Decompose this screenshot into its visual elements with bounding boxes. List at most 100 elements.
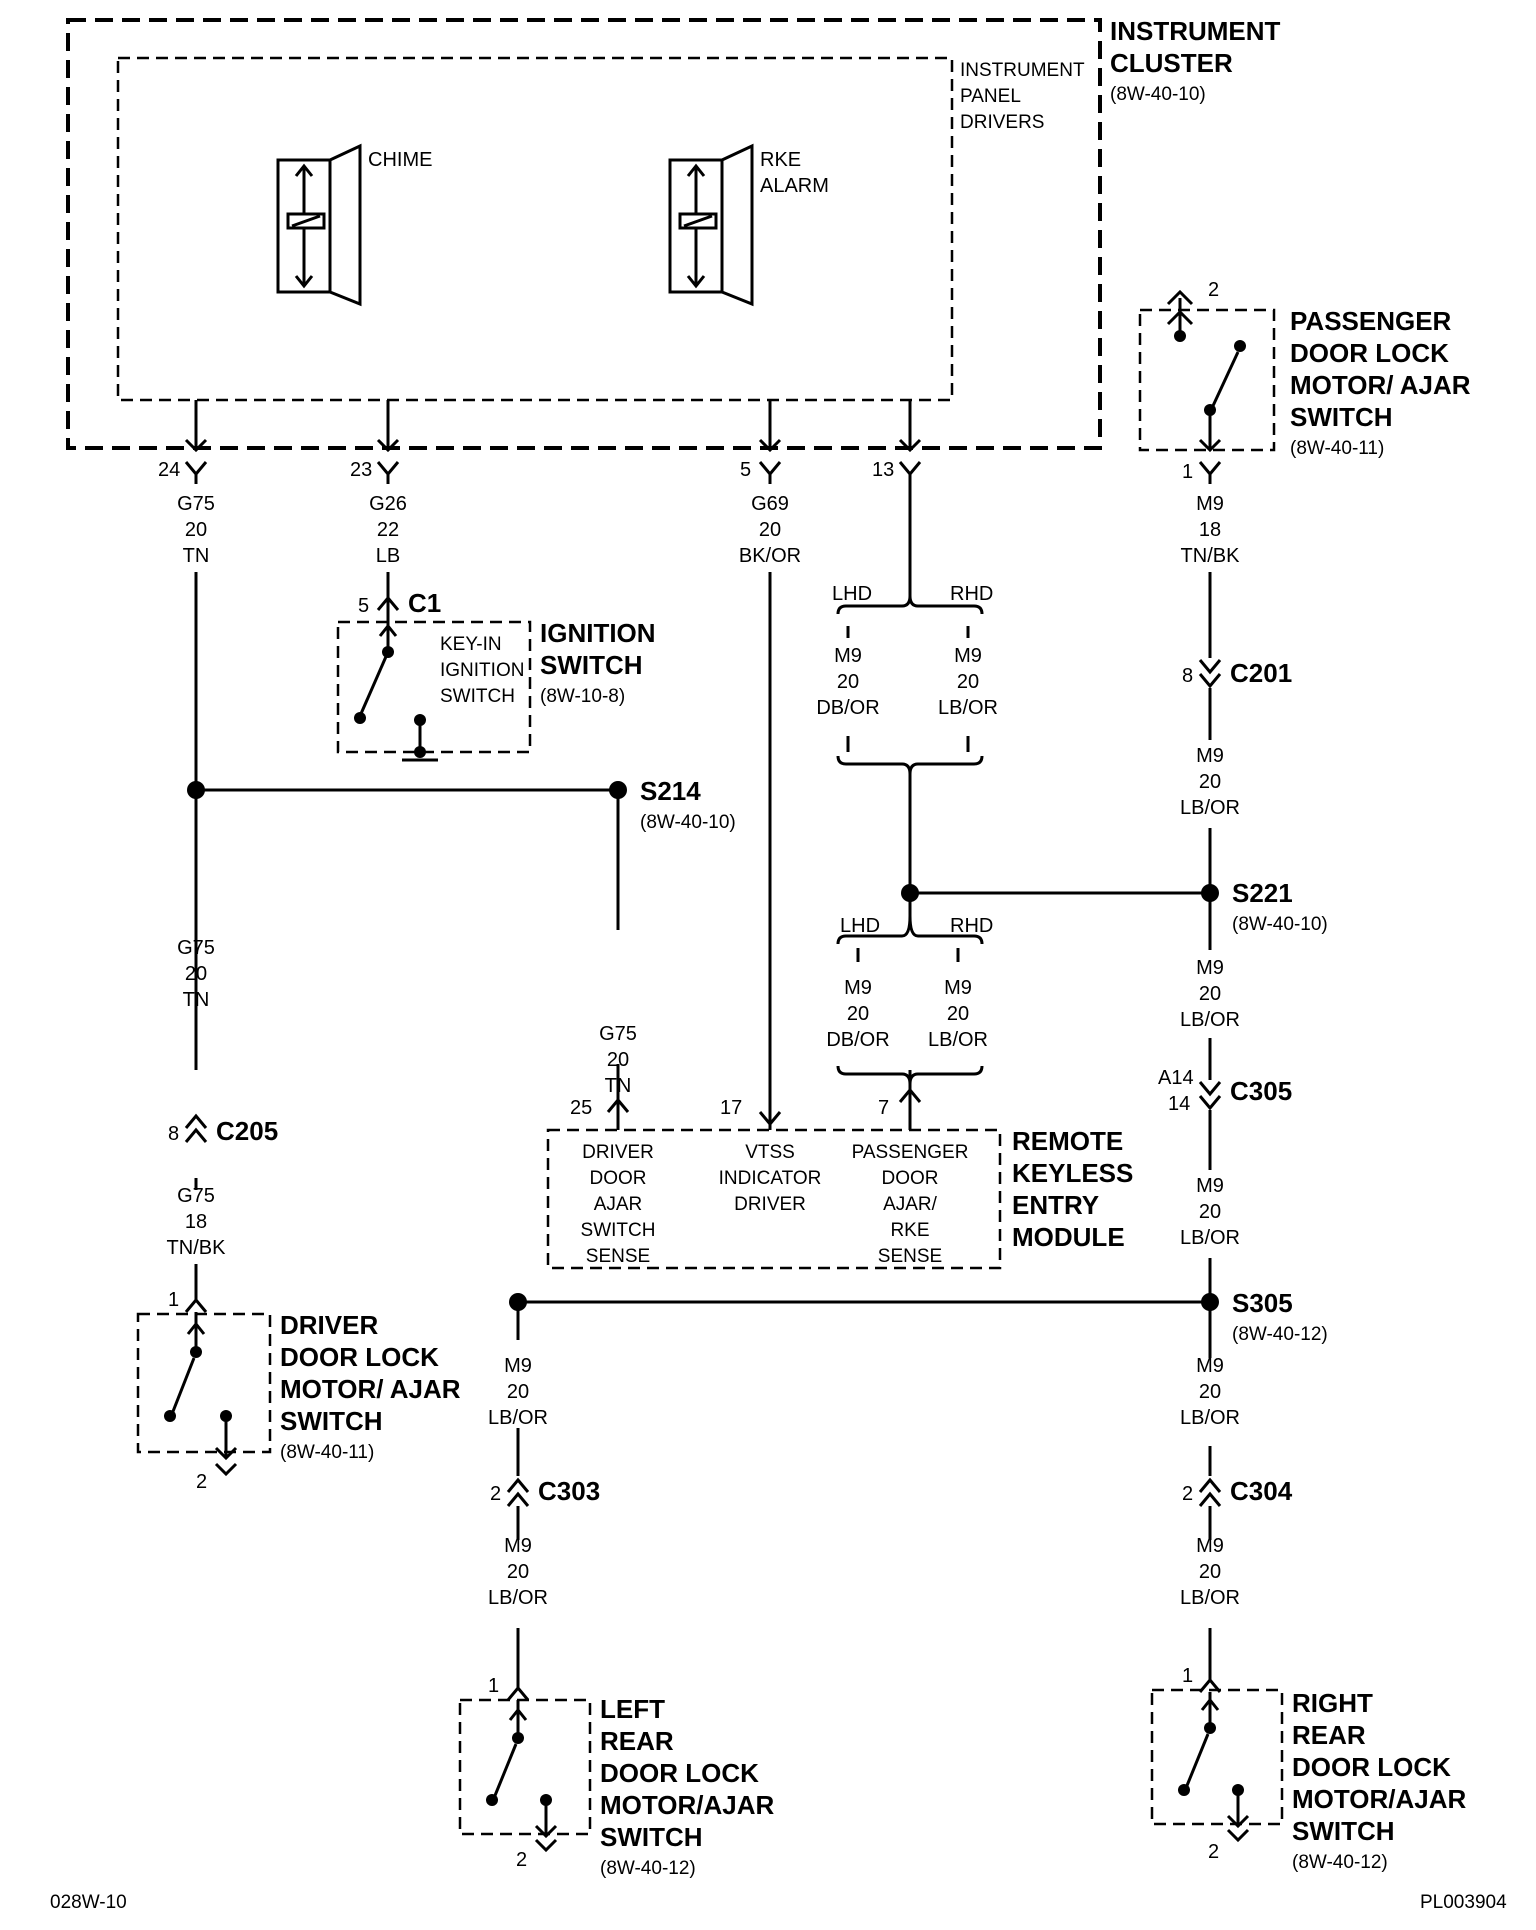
- wire-label-m9-rhd-upper: M9 20 LB/OR: [938, 645, 998, 719]
- right-rear-pin-bottom: 2: [1208, 1841, 1219, 1863]
- ignition-title-line1: IGNITION: [540, 618, 656, 648]
- svg-text:DOOR LOCK: DOOR LOCK: [600, 1758, 759, 1788]
- right-rear-pin-top: 1: [1182, 1665, 1193, 1687]
- svg-text:20: 20: [185, 963, 207, 985]
- svg-text:MOTOR/ AJAR: MOTOR/ AJAR: [280, 1374, 461, 1404]
- svg-text:G69: G69: [751, 493, 789, 515]
- svg-text:(8W-40-12): (8W-40-12): [1292, 1852, 1388, 1873]
- svg-text:ENTRY: ENTRY: [1012, 1190, 1099, 1220]
- rhd-label-upper: RHD: [950, 583, 993, 605]
- c304-pin: 2: [1182, 1483, 1193, 1505]
- passenger-pin-bottom: 1: [1182, 461, 1193, 483]
- svg-text:(8W-40-12): (8W-40-12): [600, 1858, 696, 1879]
- svg-text:20: 20: [947, 1003, 969, 1025]
- passenger-switch-box: [1138, 308, 1276, 452]
- svg-text:18: 18: [1199, 519, 1221, 541]
- wire-label-m9-c303: M9 20 LB/OR: [488, 1535, 548, 1609]
- svg-text:20: 20: [1199, 983, 1221, 1005]
- svg-text:20: 20: [1199, 1381, 1221, 1403]
- left-rear-switch-box: [458, 1698, 592, 1836]
- svg-text:DB/OR: DB/OR: [816, 697, 879, 719]
- wire-label-g75-mid: G75 20 TN: [177, 937, 215, 1011]
- svg-text:20: 20: [1199, 1201, 1221, 1223]
- right-rear-switch-title: RIGHT REAR DOOR LOCK MOTOR/AJAR SWITCH (…: [1292, 1688, 1467, 1873]
- svg-text:SWITCH: SWITCH: [1292, 1816, 1395, 1846]
- wire-label-m9-s305-right: M9 20 LB/OR: [1180, 1355, 1240, 1429]
- rke-pin-25: 25: [570, 1097, 592, 1119]
- svg-text:M9: M9: [1196, 1535, 1224, 1557]
- left-rear-switch-title: LEFT REAR DOOR LOCK MOTOR/AJAR SWITCH (8…: [600, 1694, 775, 1879]
- splice-dot-s214-left: [187, 781, 205, 799]
- rke-pin-17: 17: [720, 1097, 742, 1119]
- svg-text:M9: M9: [1196, 745, 1224, 767]
- left-rear-pin-bottom: 2: [516, 1849, 527, 1871]
- driver-switch-box: [136, 1312, 272, 1454]
- right-rear-switch-box: [1150, 1688, 1284, 1826]
- splice-dot-s221-left: [901, 884, 919, 902]
- svg-text:G75: G75: [177, 937, 215, 959]
- svg-text:(8W-40-11): (8W-40-11): [1290, 438, 1384, 459]
- svg-text:20: 20: [1199, 1561, 1221, 1583]
- s305-ref: (8W-40-12): [1232, 1324, 1328, 1345]
- svg-text:SWITCH: SWITCH: [280, 1406, 383, 1436]
- ignition-ref: (8W-10-8): [540, 686, 625, 707]
- svg-text:VTSS: VTSS: [745, 1142, 795, 1163]
- svg-text:TN: TN: [183, 989, 210, 1011]
- ignition-inner-line3: SWITCH: [440, 686, 515, 707]
- lhd-rhd-bracket-lower: [836, 915, 984, 1085]
- svg-text:20: 20: [957, 671, 979, 693]
- wire-label-m9-rhd-lower: M9 20 LB/OR: [928, 977, 988, 1051]
- c304-label: C304: [1230, 1476, 1293, 1506]
- svg-text:SENSE: SENSE: [586, 1246, 650, 1267]
- c305-pin-a: A14: [1158, 1067, 1194, 1089]
- wire-label-m9-lhd-upper: M9 20 DB/OR: [816, 645, 879, 719]
- driver-pin-top: 1: [168, 1289, 179, 1311]
- rke-label-line2: ALARM: [760, 175, 829, 197]
- wire-label-m9-s221: M9 20 LB/OR: [1180, 957, 1240, 1031]
- wire-label-m9-lhd-lower: M9 20 DB/OR: [826, 977, 889, 1051]
- rhd-label-lower: RHD: [950, 915, 993, 937]
- svg-text:G26: G26: [369, 493, 407, 515]
- driver-pin-bottom: 2: [196, 1471, 207, 1493]
- svg-text:MOTOR/AJAR: MOTOR/AJAR: [1292, 1784, 1467, 1814]
- svg-text:SENSE: SENSE: [878, 1246, 942, 1267]
- instrument-panel-drivers-box: [116, 56, 954, 402]
- wire-label-g26: G26 22 LB: [369, 493, 407, 567]
- svg-text:DOOR LOCK: DOOR LOCK: [280, 1342, 439, 1372]
- drivers-label-line3: DRIVERS: [960, 112, 1044, 133]
- c303-pin: 2: [490, 1483, 501, 1505]
- wire-label-m9-passenger: M9 18 TN/BK: [1181, 493, 1241, 567]
- svg-text:M9: M9: [504, 1355, 532, 1377]
- ignition-title-line2: SWITCH: [540, 650, 643, 680]
- instrument-cluster-box: [66, 18, 1102, 450]
- svg-text:22: 22: [377, 519, 399, 541]
- svg-text:DOOR: DOOR: [590, 1168, 647, 1189]
- splice-dot-s221: [1201, 884, 1219, 902]
- svg-text:M9: M9: [844, 977, 872, 999]
- c305-label: C305: [1230, 1076, 1292, 1106]
- right-rear-door-switch: [1150, 1677, 1284, 1843]
- svg-text:(8W-40-11): (8W-40-11): [280, 1442, 374, 1463]
- c205-label: C205: [216, 1116, 278, 1146]
- wire-label-g75-top: G75 20 TN: [177, 493, 215, 567]
- drivers-label-line1: INSTRUMENT: [960, 60, 1085, 81]
- svg-text:M9: M9: [504, 1535, 532, 1557]
- c205-pin: 8: [168, 1123, 179, 1145]
- s221-ref: (8W-40-10): [1232, 914, 1328, 935]
- ignition-inner-line1: KEY-IN: [440, 634, 502, 655]
- svg-text:M9: M9: [944, 977, 972, 999]
- passenger-switch-title: PASSENGER DOOR LOCK MOTOR/ AJAR SWITCH (…: [1290, 306, 1471, 459]
- svg-text:20: 20: [507, 1561, 529, 1583]
- svg-text:PASSENGER: PASSENGER: [852, 1142, 969, 1163]
- inline-connector-symbols: [184, 659, 1222, 1507]
- svg-text:20: 20: [1199, 771, 1221, 793]
- rke-col-driver-door: DRIVER DOOR AJAR SWITCH SENSE: [581, 1142, 656, 1267]
- svg-text:TN/BK: TN/BK: [1181, 545, 1241, 567]
- cluster-title-line1: INSTRUMENT: [1110, 16, 1281, 46]
- svg-text:RKE: RKE: [890, 1220, 929, 1241]
- rke-pin-7: 7: [878, 1097, 889, 1119]
- footer-right-code: PL003904: [1420, 1892, 1507, 1913]
- chime-speaker-icon: [276, 143, 362, 307]
- pin-23: 23: [350, 459, 372, 481]
